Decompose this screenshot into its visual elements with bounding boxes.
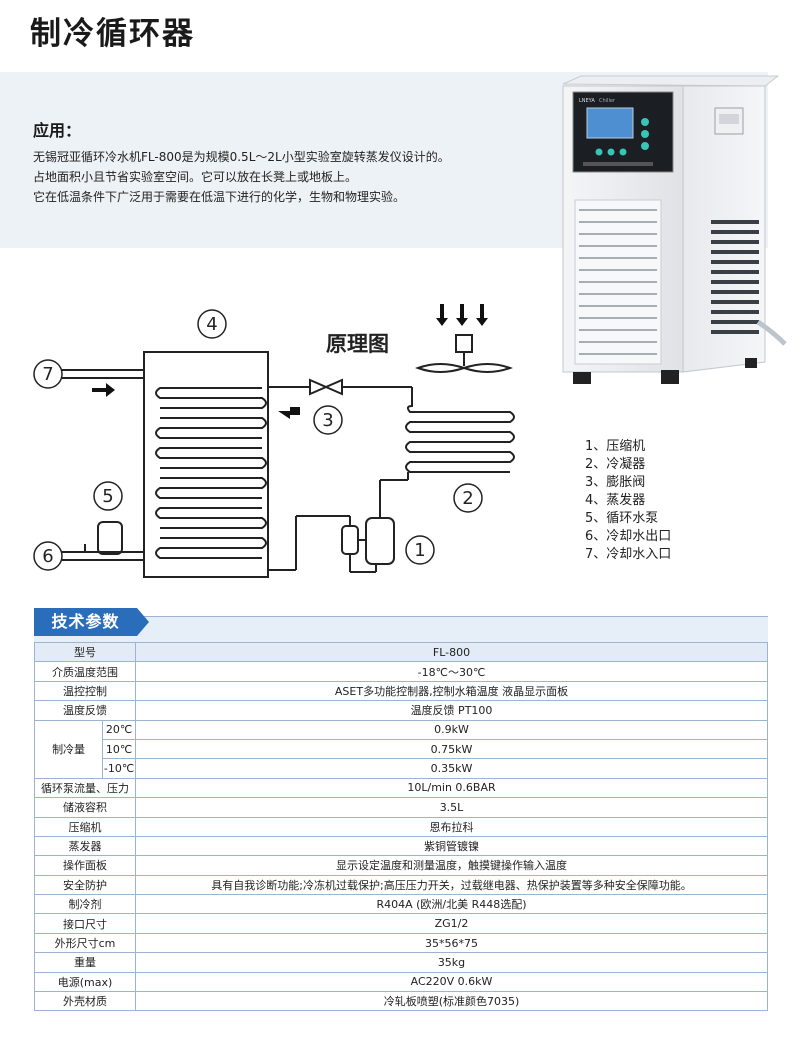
table-row: 制冷量 20℃ 0.9kW [33, 719, 768, 779]
cooling-temp: -10℃ [102, 758, 136, 779]
cooling-value: 0.9kW [135, 719, 768, 740]
row-label: 循环泵流量、压力 [34, 777, 136, 799]
table-row: 储液容积 3.5L [34, 797, 768, 818]
legend-item: 1、压缩机 [585, 439, 646, 454]
brand-label: LNEYA [579, 98, 595, 104]
cooling-temp: 10℃ [102, 738, 136, 760]
row-label: 重量 [34, 952, 136, 973]
row-value: 显示设定温度和测量温度，触摸键操作输入温度 [135, 855, 768, 876]
principle-diagram: 1 2 3 4 5 6 7 [33, 304, 515, 578]
evaporator-tank [143, 351, 269, 578]
row-value: 温度反馈 PT100 [135, 700, 768, 721]
row-label: 操作面板 [34, 855, 136, 876]
page-title: 制冷循环器 [30, 16, 195, 52]
table-row: 介质温度范围 -18℃～30℃ [34, 661, 768, 682]
table-row: 蒸发器 紫铜管镀镍 [34, 835, 768, 857]
row-label: 蒸发器 [34, 835, 136, 857]
table-row: 制冷剂 R404A (欧洲/北美 R448选配) [34, 894, 768, 915]
marker-5-label: 5 [102, 486, 113, 507]
spec-header-bar [34, 616, 768, 643]
diagram-title: 原理图 [326, 332, 389, 356]
row-value: 恩布拉科 [135, 816, 768, 837]
table-row: 10℃ 0.75kW [35, 738, 768, 760]
row-label: 电源(max) [34, 971, 136, 993]
marker-5-circle [93, 481, 123, 511]
row-value: 10L/min 0.6BAR [135, 777, 768, 799]
marker-7-label: 7 [42, 364, 53, 385]
table-row: 接口尺寸 ZG1/2 [34, 913, 768, 934]
table-row: 外壳材质 冷轧板喷塑(标准颜色7035) [34, 991, 768, 1012]
row-label: 温度反馈 [34, 700, 136, 721]
marker-4-circle [197, 309, 227, 339]
table-row: 安全防护 具有自我诊断功能;冷冻机过载保护;高压压力开关，过载继电器、热保护装置… [34, 874, 768, 896]
row-label: 温控控制 [34, 680, 136, 702]
row-value: 冷轧板喷塑(标准颜色7035) [135, 991, 768, 1012]
row-label: 制冷剂 [34, 894, 136, 915]
diagram-legend: 1、压缩机 2、冷凝器 3、膨胀阀 4、蒸发器 5、循环水泵 6、冷却水出口 7… [585, 438, 671, 564]
row-label: 接口尺寸 [34, 913, 136, 934]
legend-item: 7、冷却水入口 [585, 547, 672, 562]
row-value: 3.5L [135, 797, 768, 818]
row-value: ASET多功能控制器,控制水箱温度 液晶显示面板 [135, 680, 768, 702]
table-row: 重量 35kg [34, 952, 768, 973]
marker-1-label: 1 [414, 540, 425, 561]
marker-1-circle [405, 535, 435, 565]
marker-4-label: 4 [206, 314, 217, 335]
marker-3-label: 3 [322, 410, 333, 431]
cooling-value: 0.35kW [135, 758, 768, 779]
row-label: 安全防护 [34, 874, 136, 896]
marker-6-label: 6 [42, 546, 53, 567]
row-value: ZG1/2 [135, 913, 768, 934]
spec-section-tab: 技术参数 [34, 608, 149, 636]
legend-item: 4、蒸发器 [585, 493, 646, 508]
row-label: 储液容积 [34, 797, 136, 818]
row-value: 具有自我诊断功能;冷冻机过载保护;高压压力开关，过载继电器、热保护装置等多种安全… [135, 874, 768, 896]
marker-6-circle [33, 541, 63, 571]
marker-3-circle [313, 405, 343, 435]
model-tag-label: Chiller [599, 98, 616, 104]
row-label: 外壳材质 [34, 991, 136, 1012]
cooling-label: 制冷量 [33, 719, 104, 779]
spec-table: 型号 FL-800 介质温度范围 -18℃～30℃ 温控控制 ASET多功能控制… [33, 641, 768, 1012]
table-row: 压缩机 恩布拉科 [34, 816, 768, 837]
legend-item: 6、冷却水出口 [585, 529, 672, 544]
application-line: 占地面积小且节省实验室空间。它可以放在长凳上或地板上。 [33, 170, 358, 184]
table-row: 外形尺寸cm 35*56*75 [34, 932, 768, 954]
row-value: 35*56*75 [135, 932, 768, 954]
table-row: 温控控制 ASET多功能控制器,控制水箱温度 液晶显示面板 [34, 680, 768, 702]
row-value: 35kg [135, 952, 768, 973]
table-row: 操作面板 显示设定温度和测量温度，触摸键操作输入温度 [34, 855, 768, 876]
legend-item: 3、膨胀阀 [585, 475, 646, 490]
marker-2-circle [453, 483, 483, 513]
table-header-row: 型号 FL-800 [34, 641, 768, 663]
cooling-value: 0.75kW [135, 738, 768, 760]
table-row: -10℃ 0.35kW [35, 758, 768, 779]
application-line: 无锡冠亚循环冷水机FL-800是为规模0.5L～2L小型实验室旋转蒸发仪设计的。 [33, 150, 450, 164]
row-value: R404A (欧洲/北美 R448选配) [135, 894, 768, 915]
table-row: 温度反馈 温度反馈 PT100 [34, 700, 768, 721]
row-label: 介质温度范围 [34, 661, 136, 682]
marker-2-label: 2 [462, 488, 473, 509]
row-value: 紫铜管镀镍 [135, 835, 768, 857]
chiller-product-image: LNEYA Chiller [562, 75, 787, 384]
header-value: FL-800 [135, 641, 768, 663]
cooling-temp: 20℃ [102, 719, 136, 740]
marker-7-circle [33, 359, 63, 389]
table-row: 循环泵流量、压力 10L/min 0.6BAR [34, 777, 768, 799]
application-text: 无锡冠亚循环冷水机FL-800是为规模0.5L～2L小型实验室旋转蒸发仪设计的。… [33, 147, 450, 207]
legend-item: 2、冷凝器 [585, 457, 646, 472]
table-row: 电源(max) AC220V 0.6kW [34, 971, 768, 993]
legend-item: 5、循环水泵 [585, 511, 659, 526]
application-heading: 应用： [33, 121, 82, 140]
row-value: AC220V 0.6kW [135, 971, 768, 993]
header-label: 型号 [34, 641, 136, 663]
row-label: 压缩机 [34, 816, 136, 837]
row-label: 外形尺寸cm [34, 932, 136, 954]
row-value: -18℃～30℃ [135, 661, 768, 682]
application-line: 它在低温条件下广泛用于需要在低温下进行的化学，生物和物理实验。 [33, 190, 406, 204]
